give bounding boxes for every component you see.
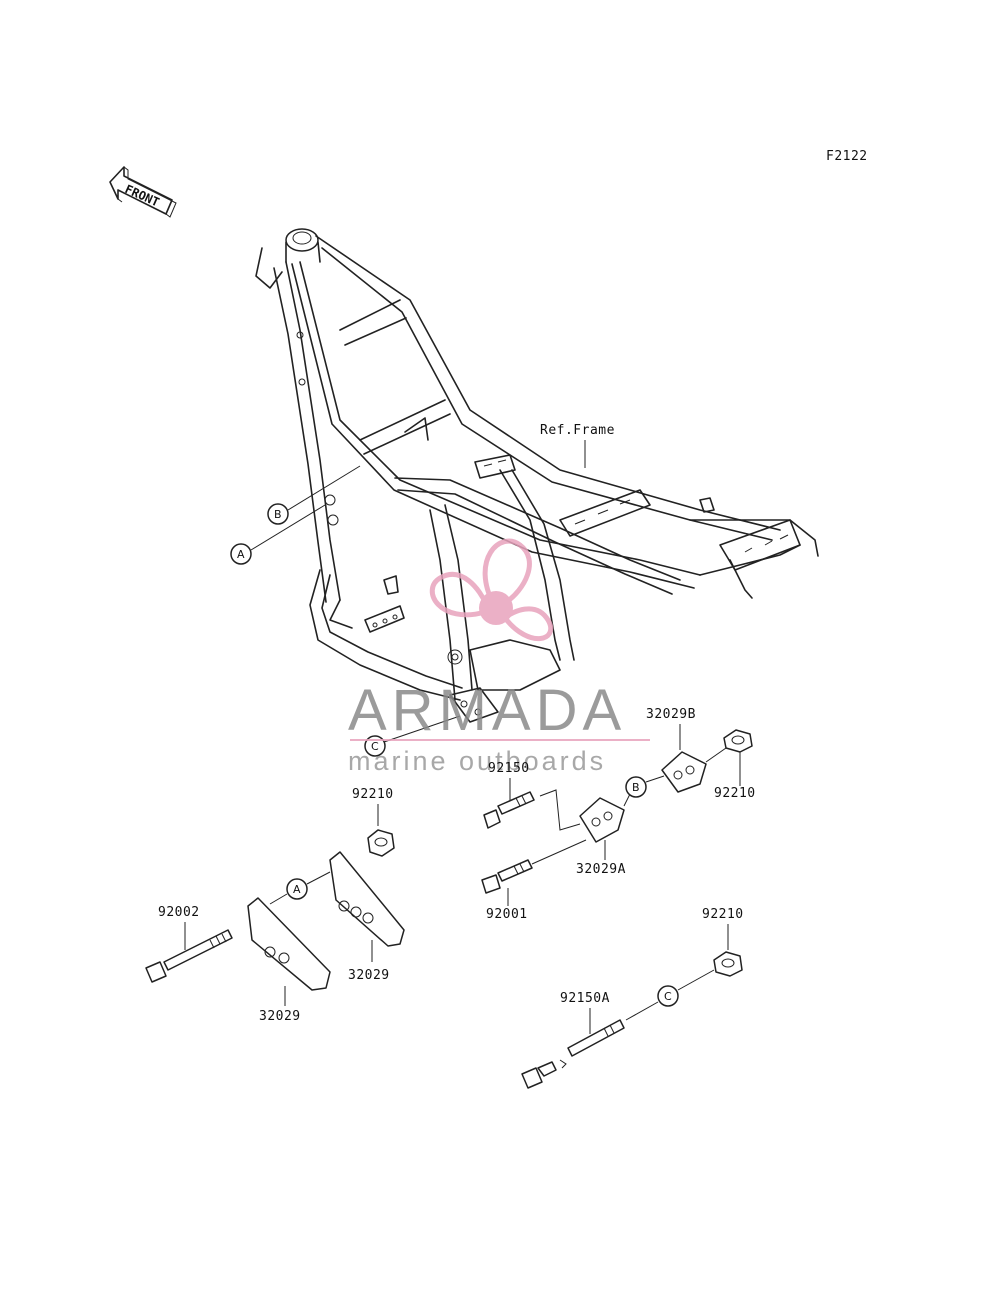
svg-text:A: A (237, 548, 245, 561)
svg-text:92150: 92150 (488, 761, 530, 776)
frame-callout-a: A (230, 504, 326, 565)
svg-text:C: C (664, 990, 672, 1003)
parts-callout-a: A (269, 871, 331, 905)
svg-text:92150A: 92150A (560, 991, 610, 1006)
ref-frame-label: Ref.Frame (540, 423, 615, 438)
frame-callout-b: B (267, 465, 361, 525)
armada-watermark: ARMADA marine outboards (348, 538, 650, 776)
svg-text:32029B: 32029B (646, 707, 696, 722)
bolt-92150A: 92150A (521, 991, 625, 1089)
bracket-32029B: 32029B (646, 707, 727, 793)
watermark-tagline: marine outboards (348, 746, 606, 776)
svg-text:92210: 92210 (352, 787, 394, 802)
bracket-32029-inner: 32029 (329, 851, 405, 983)
svg-text:B: B (274, 508, 282, 521)
svg-text:92001: 92001 (486, 907, 528, 922)
parts-callout-b: B (625, 775, 665, 798)
svg-text:32029: 32029 (348, 968, 390, 983)
svg-text:92002: 92002 (158, 905, 200, 920)
motorcycle-frame (255, 228, 819, 723)
svg-text:32029A: 32029A (576, 862, 626, 877)
bolt-92150: 92150 (483, 761, 581, 831)
propeller-logo-icon (429, 538, 554, 641)
parts-callout-c: C (625, 985, 679, 1021)
svg-text:92210: 92210 (702, 907, 744, 922)
bracket-32029A: 32029A (576, 793, 631, 877)
nut-92210-lower: 92210 (677, 907, 744, 991)
svg-text:B: B (632, 781, 640, 794)
figure-code: F2122 (826, 149, 868, 164)
svg-text:A: A (293, 883, 301, 896)
watermark-name: ARMADA (348, 678, 626, 743)
nut-92210-right: 92210 (714, 729, 756, 801)
bolt-92001: 92001 (481, 839, 587, 922)
nut-92210-top: 92210 (352, 787, 395, 857)
svg-text:32029: 32029 (259, 1009, 301, 1024)
svg-text:92210: 92210 (714, 786, 756, 801)
bolt-92002: 92002 (145, 905, 233, 983)
front-arrow-icon: FRONT (109, 166, 177, 218)
svg-text:C: C (371, 740, 379, 753)
bracket-32029-outer: 32029 (247, 897, 331, 1024)
